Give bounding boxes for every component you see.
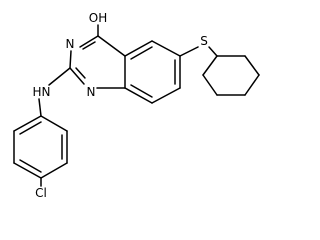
bond-c6-s: [179, 46, 199, 57]
bond-c2-n1: [69, 67, 85, 85]
bond-ar6-ar1: [13, 115, 42, 132]
atom-label-nh-h: H: [32, 85, 41, 99]
bond-c2-n1-double: [75, 67, 86, 79]
atom-label-cl: Cl: [35, 186, 47, 200]
bond-ar4-ar5-double: [19, 159, 42, 173]
bond-c8-c8a: [124, 87, 153, 104]
bond-cy2-cy3: [244, 55, 260, 76]
atom-label-n3: N: [66, 37, 75, 51]
atom-label-s: S: [200, 34, 208, 48]
bond-n3-c2: [69, 50, 72, 69]
atom-label-nh-n: N: [42, 85, 51, 99]
molecule-structure: OH N N S H N Cl: [13, 11, 260, 200]
bond-ar6-ar1-double: [19, 121, 42, 135]
bond-c4-n3: [79, 35, 99, 48]
bond-s-cy1: [208, 46, 218, 57]
bond-cy3-cy4: [244, 74, 260, 96]
bond-c8-c8a-double: [130, 84, 153, 98]
atom-labels: OH N N S H N Cl: [32, 11, 207, 200]
bond-ar4-ar5: [13, 162, 42, 179]
bond-c7-c8: [151, 87, 181, 104]
bond-c4-n3-double: [82, 41, 96, 50]
bond-cy6-cy1: [202, 55, 218, 76]
bond-c2-nh: [48, 67, 71, 86]
bond-cy5-cy6: [202, 74, 218, 96]
bond-c4a-c4: [97, 35, 126, 57]
structure-canvas: OH N N S H N Cl: [13, 11, 260, 200]
bond-c4a-c5-double: [130, 46, 153, 60]
bond-ar1-ar2: [40, 115, 68, 132]
bond-nh-ar1: [38, 98, 42, 117]
bond-ar3-ar4: [40, 162, 68, 179]
bonds: [13, 24, 260, 187]
atom-label-oh: OH: [89, 11, 107, 25]
bond-c4a-c5: [124, 40, 153, 57]
atom-label-n1: N: [87, 85, 96, 99]
bond-c5-c6: [151, 40, 181, 57]
